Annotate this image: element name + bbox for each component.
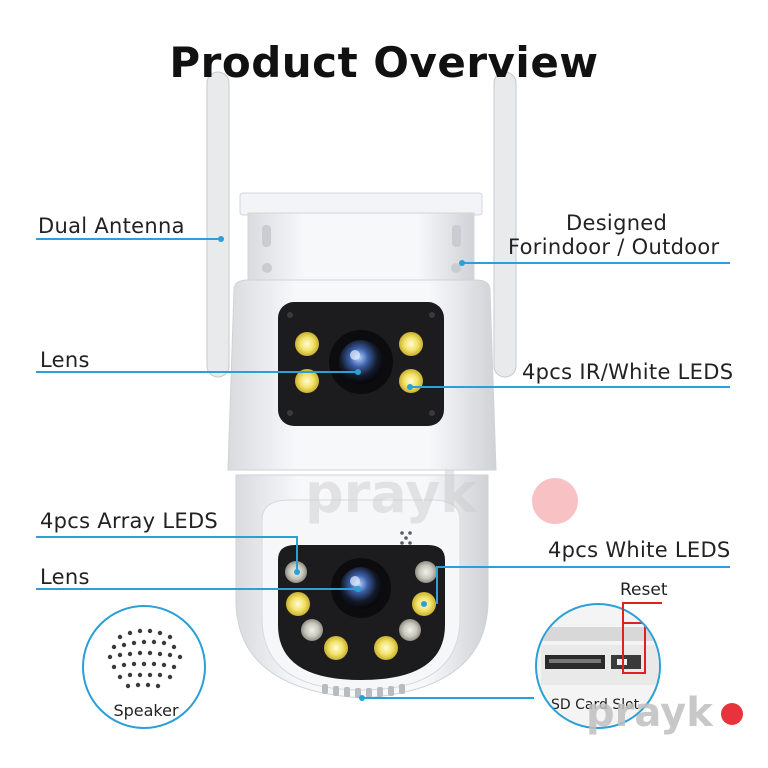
leader-dot-lens-bottom: [355, 586, 361, 592]
watermark-center: prayk: [305, 462, 477, 525]
leader-dot-sd-card: [359, 695, 365, 701]
mount-bracket: [239, 192, 483, 284]
leader-designed: [462, 262, 730, 264]
leader-dot-lens-top: [355, 369, 361, 375]
leader-white-leds-drop: [436, 566, 438, 604]
leader-dot-white-leds: [421, 601, 427, 607]
leader-lens-bottom: [36, 588, 358, 590]
leader-ir-white-leds: [410, 386, 730, 388]
leader-array-leds: [36, 536, 298, 538]
upper-body: [227, 279, 497, 471]
label-designed-line1: Designed: [566, 211, 668, 235]
sd-card-slot-icon: [537, 622, 659, 685]
leader-dot-designed: [459, 260, 465, 266]
label-dual-antenna: Dual Antenna: [38, 214, 185, 238]
leader-white-leds: [436, 566, 730, 568]
lower-body: [235, 474, 489, 699]
leader-reset: [622, 602, 662, 604]
watermark-center-dot: [532, 478, 578, 524]
leader-array-leds-drop: [296, 536, 298, 572]
watermark-corner: prayk: [586, 690, 713, 736]
leader-sd-card: [362, 697, 534, 699]
label-sd-card-slot: SD Card Slot: [551, 697, 640, 713]
antenna-left: [206, 71, 230, 378]
leader-dot-ir-white-leds: [407, 384, 413, 390]
watermark-corner-dot: [721, 703, 743, 725]
label-lens-bottom: Lens: [40, 565, 90, 589]
speaker-inset: Speaker: [82, 605, 206, 729]
label-array-leds: 4pcs Array LEDS: [40, 509, 219, 533]
leader-dual-antenna: [36, 238, 222, 240]
leader-dot-array-leds: [294, 569, 300, 575]
label-ir-white-leds: 4pcs IR/White LEDS: [522, 360, 734, 384]
label-speaker: Speaker: [113, 701, 179, 720]
leader-reset-drop: [622, 602, 624, 622]
page-title: Product Overview: [169, 38, 599, 87]
label-white-leds: 4pcs White LEDS: [548, 538, 731, 562]
speaker-grille-icon: [107, 628, 183, 689]
label-designed-line2: Forindoor / Outdoor: [508, 235, 720, 259]
label-lens-top: Lens: [40, 348, 90, 372]
leader-lens-top: [36, 371, 358, 373]
leader-dot-dual-antenna: [218, 236, 224, 242]
label-reset: Reset: [620, 580, 668, 600]
antenna-right: [493, 71, 517, 378]
sd-card-inset: SD Card Slot: [535, 603, 661, 729]
